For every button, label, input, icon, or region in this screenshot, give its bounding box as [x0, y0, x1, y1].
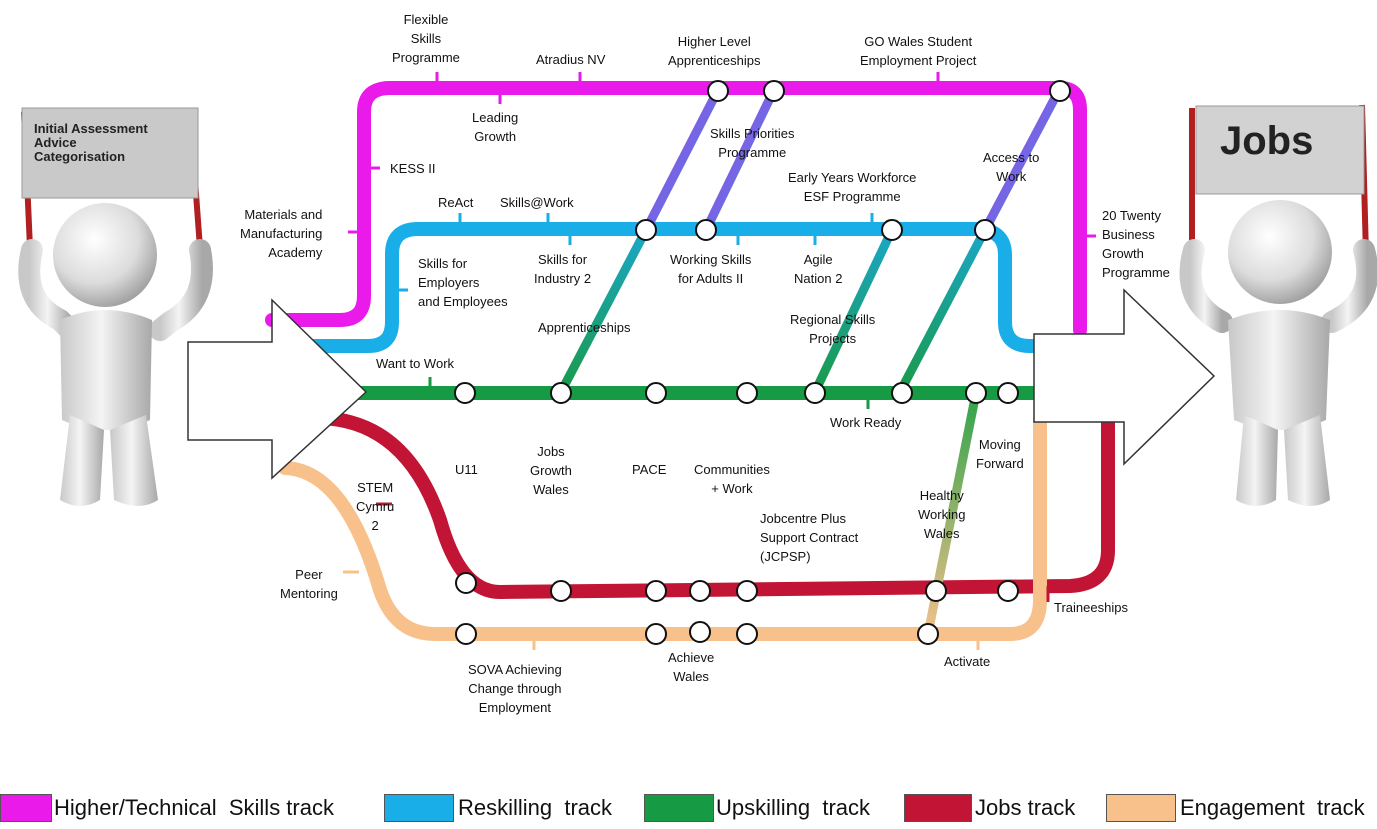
- label-peer-mentoring: Peer Mentoring: [280, 567, 338, 601]
- label-early-years: Early Years Workforce ESF Programme: [788, 170, 917, 204]
- station-activate: [917, 623, 939, 645]
- station-moving-top: [997, 382, 1019, 404]
- label-jcpsp: Jobcentre Plus Support Contract (JCPSP): [760, 511, 859, 564]
- station-moving-bottom: [997, 580, 1019, 602]
- label-working-skills: Working Skills for Adults II: [670, 252, 752, 286]
- station-working-skills: [695, 219, 717, 241]
- label-moving-forward: Moving Forward: [976, 437, 1024, 471]
- station-go-wales: [1049, 80, 1071, 102]
- right-sign-board: [1195, 105, 1365, 195]
- station-regional-skills: [804, 382, 826, 404]
- label-20-twenty: 20 Twenty Business Growth Programme: [1102, 208, 1170, 280]
- jobs-track: [313, 411, 1115, 599]
- station-work-ready: [891, 382, 913, 404]
- exit-arrow: [1033, 288, 1216, 466]
- connector-access: [980, 87, 1063, 235]
- engagement-track: [278, 413, 1047, 641]
- legend-swatch-higher: [0, 794, 52, 822]
- label-skills-priorities: Skills Priorities Programme: [710, 126, 795, 160]
- station-early-years: [881, 219, 903, 241]
- station-apprenticeships-top: [635, 219, 657, 241]
- label-sova: SOVA Achieving Change through Employment: [468, 662, 562, 715]
- label-skills-employers: Skills for Employers and Employees: [418, 256, 508, 309]
- label-work-ready: Work Ready: [830, 415, 902, 430]
- connector-higher-level: [641, 87, 722, 235]
- station-achieve-engage: [689, 621, 711, 643]
- label-skills-industry: Skills for Industry 2: [534, 252, 592, 286]
- left-sign-board: [21, 107, 199, 199]
- label-traineeships: Traineeships: [1054, 600, 1128, 615]
- station-pace-jobs: [645, 580, 667, 602]
- label-go-wales: GO Wales Student Employment Project: [860, 34, 977, 68]
- label-communities: Communities + Work: [694, 462, 770, 496]
- left-sign-text: Initial Assessment Advice Categorisation: [34, 121, 148, 164]
- label-atradius: Atradius NV: [536, 52, 606, 67]
- station-healthy-top: [965, 382, 987, 404]
- label-want-to-work: Want to Work: [376, 356, 455, 371]
- station-communities-jobs: [736, 580, 758, 602]
- label-kess: KESS II: [390, 161, 436, 176]
- label-activate: Activate: [944, 654, 991, 669]
- legend-swatch-reskilling: [384, 794, 454, 822]
- legend-swatch-upskilling: [644, 794, 714, 822]
- station-access: [974, 219, 996, 241]
- label-apprenticeships: Apprenticeships: [538, 320, 631, 335]
- legend-swatch-jobs: [904, 794, 972, 822]
- label-stem-cymru: STEM Cymru 2: [356, 480, 395, 533]
- right-person-figure: [1179, 104, 1377, 506]
- station-jobs-growth-top: [550, 382, 572, 404]
- label-higher-level: Higher Level Apprenticeships: [668, 34, 761, 68]
- label-flexible-skills: Flexible Skills Programme: [392, 12, 460, 65]
- legend-label-upskilling: Upskilling track: [716, 795, 871, 820]
- label-regional-skills: Regional Skills Projects: [790, 312, 876, 346]
- label-healthy-working: Healthy Working Wales: [918, 488, 966, 541]
- station-pace-engage: [645, 623, 667, 645]
- higher-technical-track: [265, 81, 1087, 337]
- station-skills-priorities: [763, 80, 785, 102]
- left-person-figure: [18, 107, 213, 506]
- label-leading-growth: Leading Growth: [472, 110, 519, 144]
- connector-regional-skills: [810, 225, 897, 397]
- connector-skills-priorities: [701, 87, 778, 235]
- station-achieve-jobs: [689, 580, 711, 602]
- connector-work-ready: [895, 225, 990, 397]
- legend: Higher/Technical Skills track Reskilling…: [0, 794, 1377, 828]
- connector-apprenticeships: [556, 225, 651, 397]
- label-u11: U11: [455, 462, 478, 477]
- legend-label-higher: Higher/Technical Skills track: [54, 795, 334, 820]
- station-pace-top: [645, 382, 667, 404]
- legend-label-jobs: Jobs track: [975, 795, 1076, 820]
- station-u11-top: [454, 382, 476, 404]
- label-pace: PACE: [632, 462, 667, 477]
- label-jobs-growth: Jobs Growth Wales: [530, 444, 572, 497]
- legend-label-engagement: Engagement track: [1180, 795, 1365, 820]
- station-u11-jobs: [455, 572, 477, 594]
- label-agile-nation: Agile Nation 2: [794, 252, 843, 286]
- label-materials: Materials and Manufacturing Academy: [240, 207, 323, 260]
- station-healthy-jobs: [925, 580, 947, 602]
- legend-label-reskilling: Reskilling track: [458, 795, 613, 820]
- label-react: ReAct: [438, 195, 474, 210]
- legend-swatch-engagement: [1106, 794, 1176, 822]
- station-communities-engage: [736, 623, 758, 645]
- label-access: Access to Work: [983, 150, 1040, 184]
- station-sova: [455, 623, 477, 645]
- label-skills-at-work: Skills@Work: [500, 195, 574, 210]
- entry-arrow: [187, 298, 368, 480]
- station-jobs-growth-bottom: [550, 580, 572, 602]
- right-sign-text: Jobs: [1220, 119, 1314, 163]
- station-higher-level: [707, 80, 729, 102]
- label-achieve-wales: Achieve Wales: [668, 650, 715, 684]
- station-communities-top: [736, 382, 758, 404]
